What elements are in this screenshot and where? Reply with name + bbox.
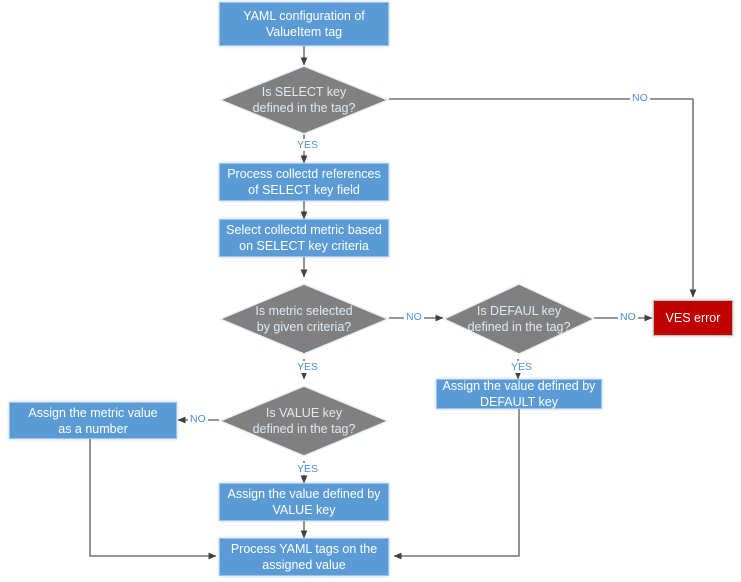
node-start-line1: YAML configuration of [243,9,365,23]
edge-label-select-no: NO [630,92,650,104]
edge-label-value-yes: YES [295,463,321,475]
node-assign-number-line1: Assign the metric value [28,405,158,420]
node-assign-value-line1: Assign the value defined by [227,487,381,501]
node-select-metric-line2: on SELECT key criteria [239,239,369,253]
edge-default-return [393,408,520,560]
node-assign-default[interactable]: Assign the value defined by DEFAULT key [436,379,602,409]
node-assign-value[interactable]: Assign the value defined by VALUE key [219,483,389,521]
node-select-decision[interactable]: Is SELECT key defined in the tag? [219,65,389,135]
node-process-yaml-line2: assigned value [262,558,346,572]
node-process-references[interactable]: Process collectd references of SELECT ke… [219,163,389,201]
node-process-yaml[interactable]: Process YAML tags on the assigned value [219,538,389,576]
node-select-metric-line1: Select collectd metric based [226,223,382,237]
node-value-decision-line1: Is VALUE key [265,406,343,420]
edge-label-defaul-yes: YES [509,361,535,373]
node-assign-default-line2: DEFAULT key [479,395,559,409]
edge-number-return [89,439,217,560]
edge-label-metric-no: NO [404,311,424,323]
edge-label-defaul-no: NO [618,311,638,323]
node-defaul-decision[interactable]: Is DEFAUL key defined in the tag? [443,283,595,355]
edge-select-no [389,98,697,298]
node-select-decision-line2: defined in the tag? [252,101,356,115]
node-assign-number-line2: as a number [58,421,128,436]
node-start-line2: ValueItem tag [265,25,343,39]
node-assign-value-line2: VALUE key [272,503,336,517]
diamond-shape [443,283,595,355]
node-assign-default-line1: Assign the value defined by [442,379,596,393]
edge-label-value-no: NO [188,413,208,425]
node-process-yaml-line1: Process YAML tags on the [230,542,378,556]
node-defaul-decision-line2: defined in the tag? [467,320,571,334]
node-select-decision-line1: Is SELECT key [261,85,347,99]
node-assign-number[interactable]: Assign the metric value as a number [9,402,177,439]
node-metric-decision-line2: by given criteria? [256,320,352,334]
edge-label-select-yes: YES [295,139,321,151]
node-start[interactable]: YAML configuration of ValueItem tag [219,2,389,46]
node-value-decision[interactable]: Is VALUE key defined in the tag? [219,385,389,457]
edge-label-metric-yes: YES [295,361,321,373]
node-process-references-line2: of SELECT key field [248,183,360,197]
node-select-metric[interactable]: Select collectd metric based on SELECT k… [219,219,389,257]
node-metric-decision-line1: Is metric selected [255,304,353,318]
node-process-references-line1: Process collectd references [227,167,381,181]
node-metric-decision[interactable]: Is metric selected by given criteria? [219,283,389,355]
diamond-shape [219,385,389,457]
node-ves-error[interactable]: VES error [653,300,733,336]
node-value-decision-line2: defined in the tag? [252,422,356,436]
node-ves-error-label: VES error [665,311,721,325]
node-defaul-decision-line1: Is DEFAUL key [476,304,562,318]
diamond-shape [219,283,389,355]
